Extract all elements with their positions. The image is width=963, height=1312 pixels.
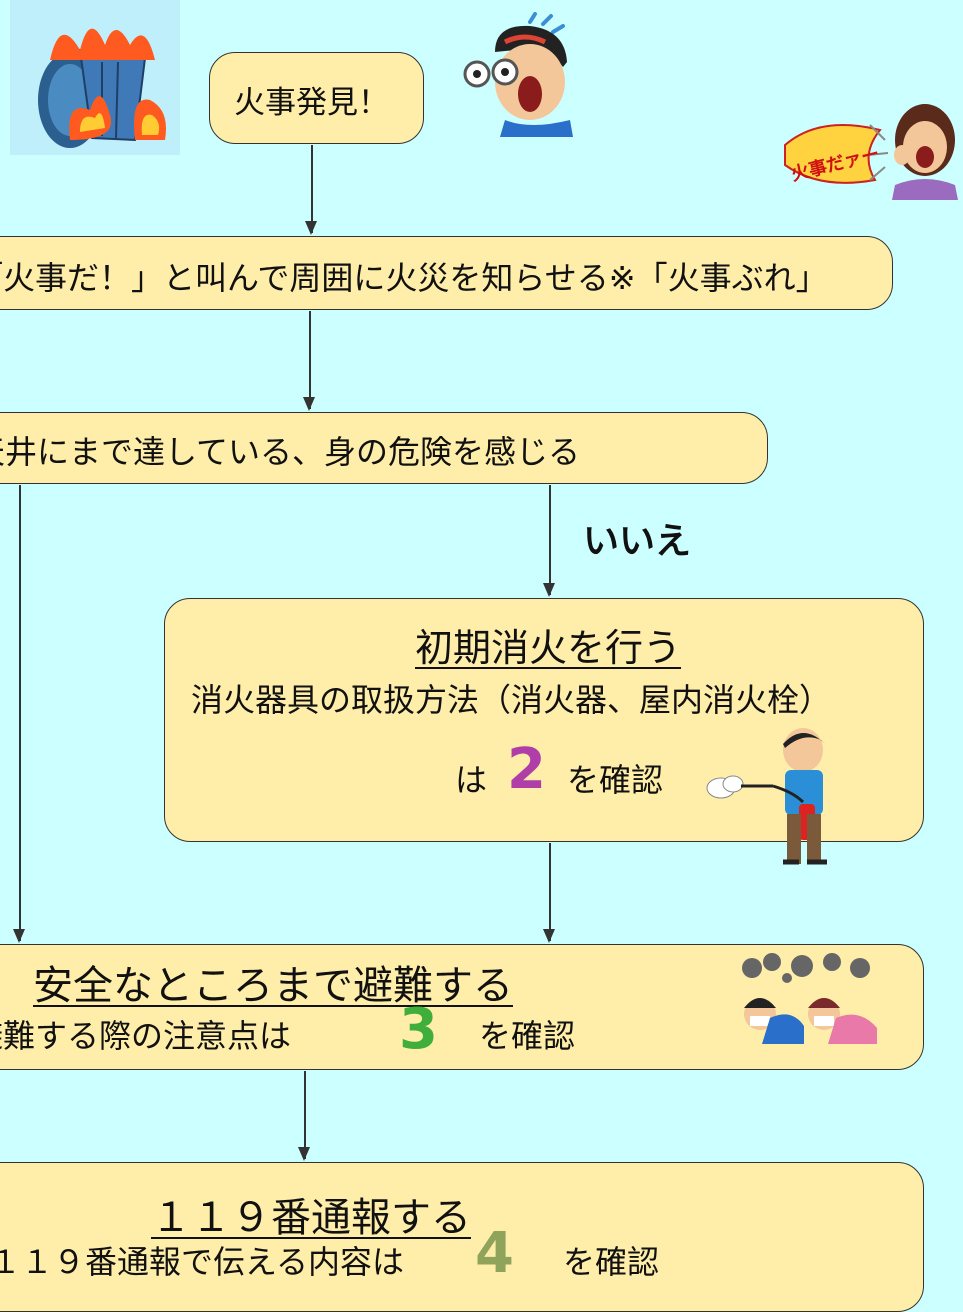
extinguish-suffix: を確認 — [567, 761, 664, 799]
no-label: いいえ — [583, 521, 692, 562]
evacuate-title: 安全なところまで避難する — [33, 963, 513, 1009]
call-box: １１９番通報する １１９番通報で伝える内容は 4 を確認 — [0, 1162, 924, 1312]
question-box: 火が天井にまで達している、身の危険を感じる — [0, 412, 768, 484]
call-suffix: を確認 — [563, 1243, 660, 1281]
arrow-evacuate-to-call — [299, 1071, 309, 1161]
evacuate-line1: 避難する際の注意点は — [0, 1017, 292, 1055]
arrow-question-no — [544, 485, 554, 597]
shouting-woman-icon — [784, 104, 958, 200]
fire-extinguisher-person-icon — [706, 728, 827, 865]
shout-box: 「火事だ！」と叫んで周囲に火災を知らせる※「火事ぶれ」 — [0, 236, 893, 310]
start-label: 火事発見！ — [234, 85, 389, 121]
extinguish-prefix: は — [455, 761, 488, 799]
crawling-evacuees-icon — [742, 953, 877, 1044]
arrow-extinguish-to-evacuate — [544, 843, 554, 943]
arrow-start-to-shout — [306, 145, 316, 235]
number-4-icon: 4 — [475, 1221, 514, 1286]
evacuate-suffix: を確認 — [479, 1017, 576, 1055]
number-3-icon: 3 — [399, 997, 438, 1062]
extinguish-title: 初期消火を行う — [415, 626, 682, 670]
extinguish-line1: 消火器具の取扱方法（消火器、屋内消火栓） — [191, 681, 832, 719]
surprised-man-icon — [463, 12, 573, 137]
question-label: 火が天井にまで達している、身の危険を感じる — [0, 433, 581, 471]
call-line1: １１９番通報で伝える内容は — [0, 1243, 405, 1281]
start-box: 火事発見！ — [209, 52, 424, 144]
arrow-question-yes — [14, 485, 24, 943]
shout-label: 「火事だ！」と叫んで周囲に火災を知らせる※「火事ぶれ」 — [0, 259, 828, 297]
arrow-shout-to-question — [304, 311, 314, 411]
burning-trash-can-icon — [10, 0, 180, 155]
number-2-icon: 2 — [507, 737, 546, 802]
call-title: １１９番通報する — [151, 1195, 471, 1241]
